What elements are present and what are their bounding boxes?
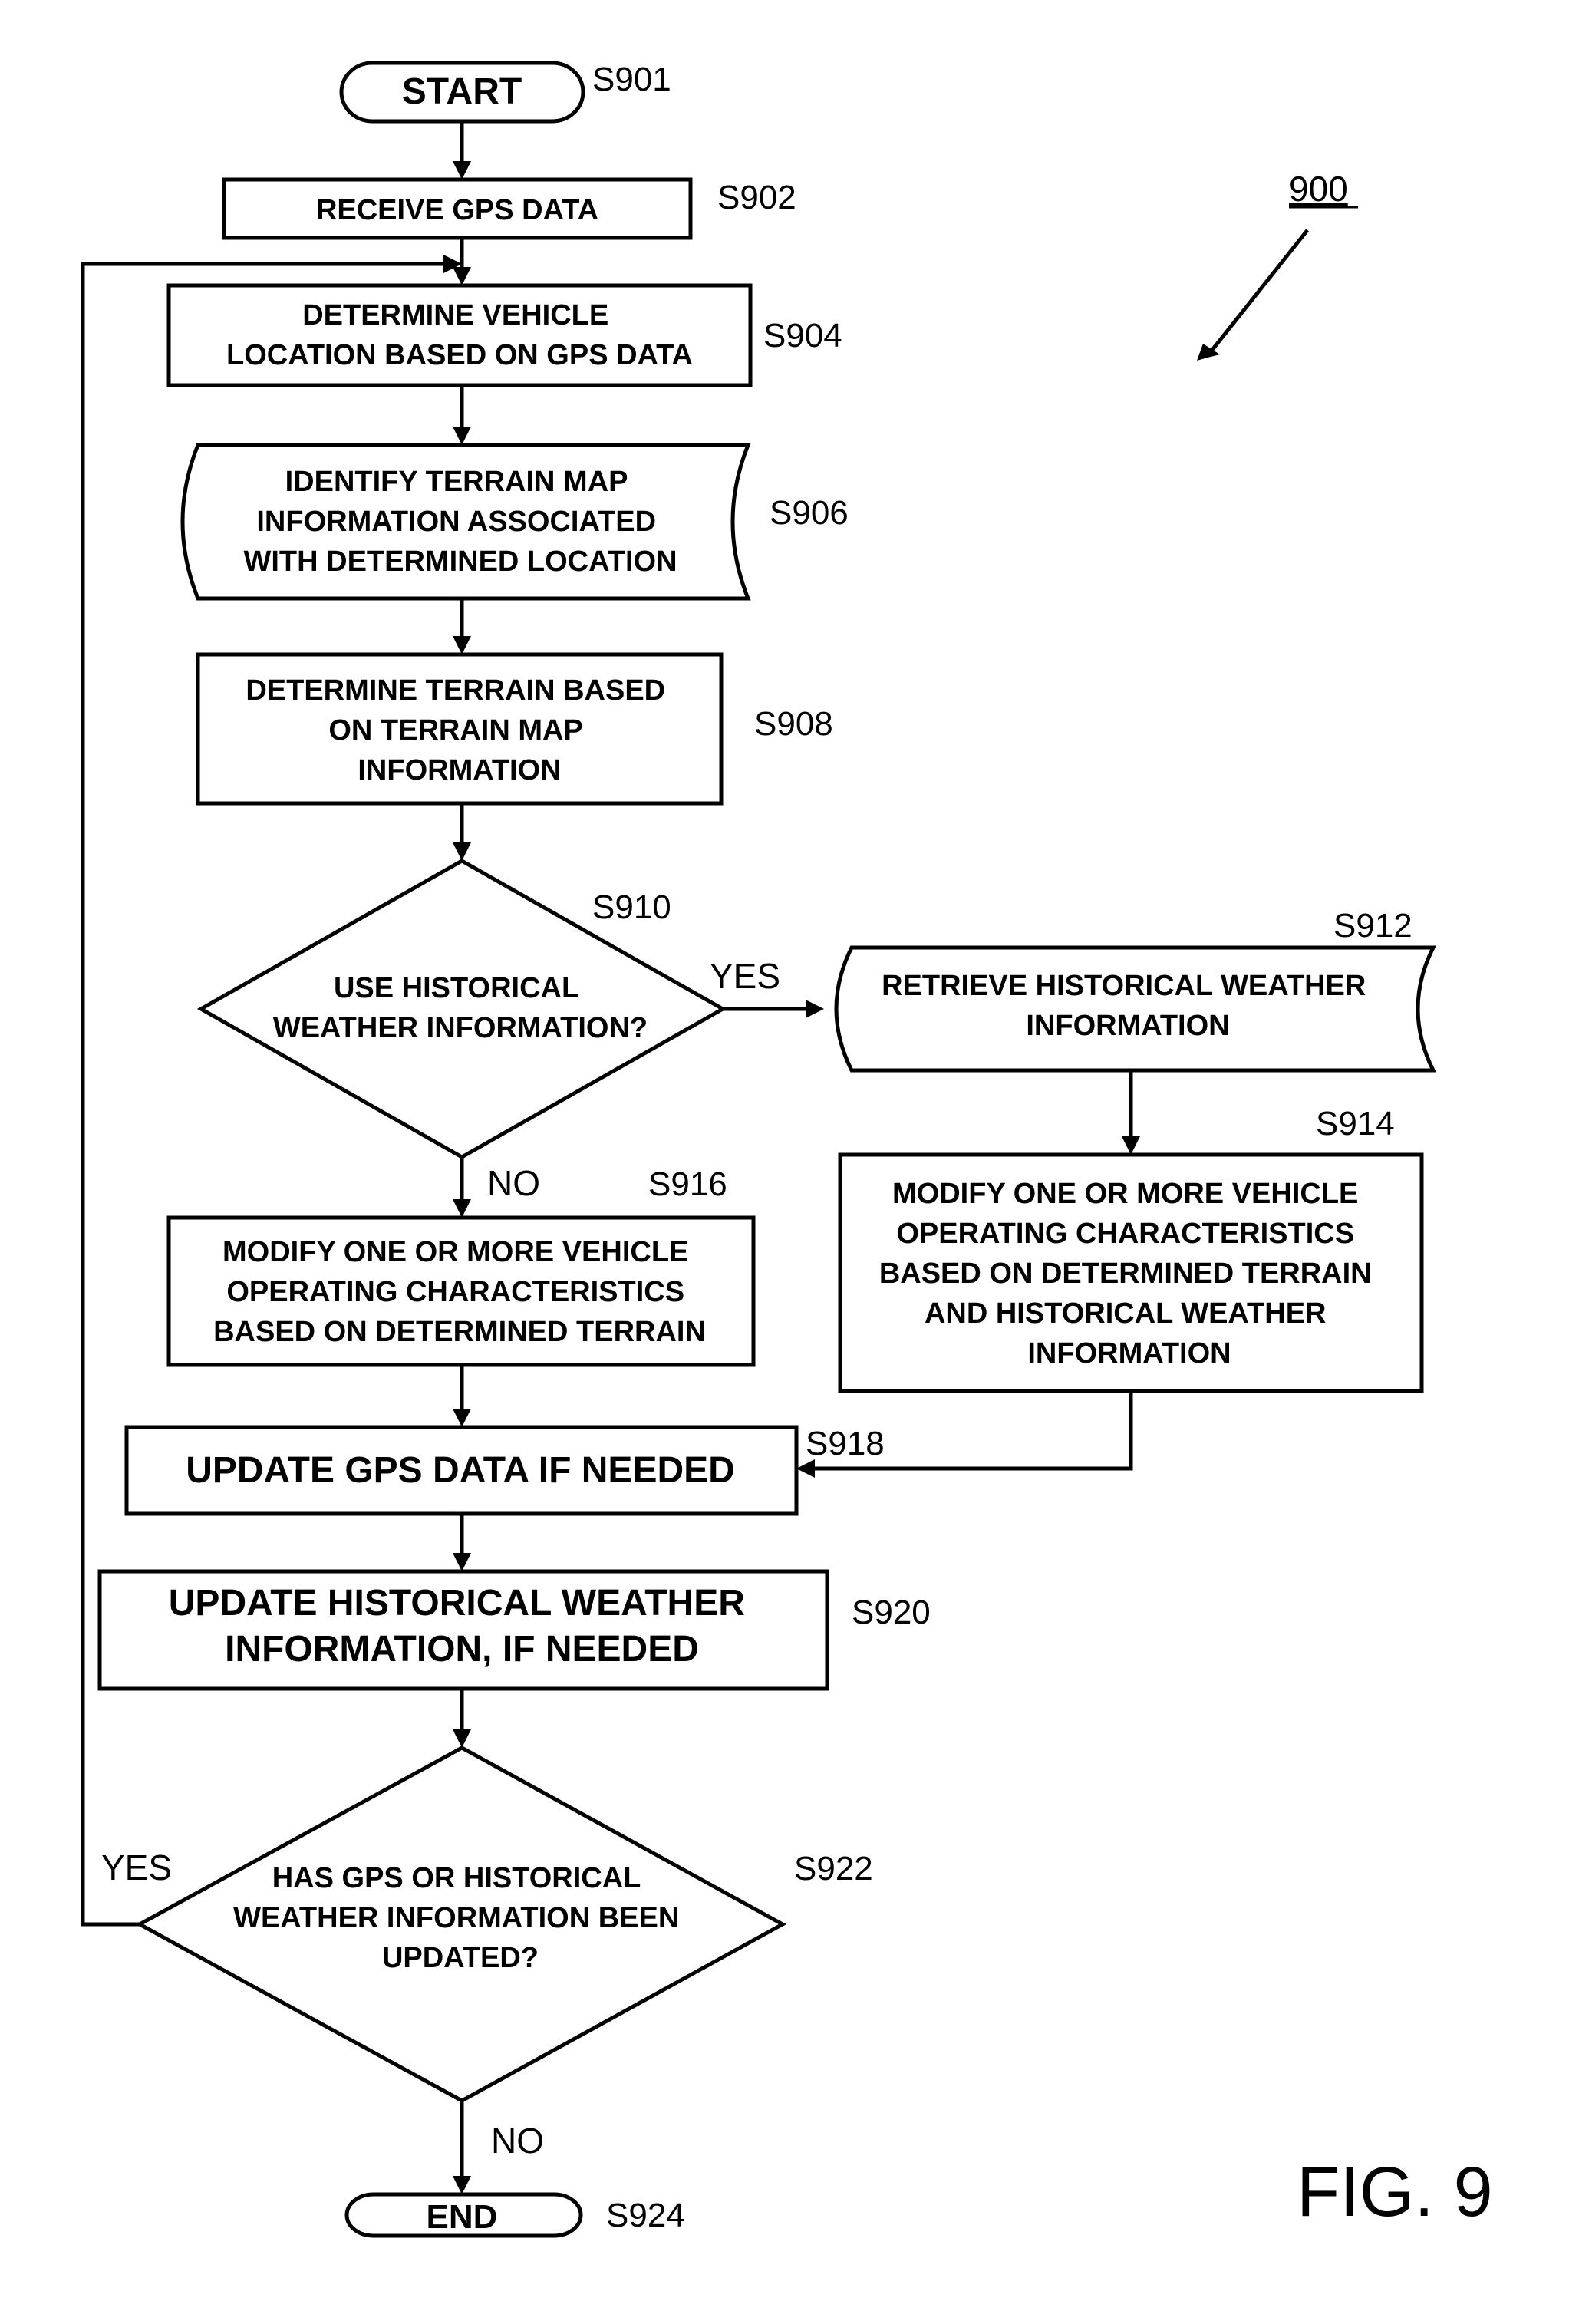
ref-s912: S912 [1333, 907, 1412, 944]
s922-yes-label: YES [101, 1848, 172, 1887]
receive-gps-data-label: RECEIVE GPS DATA [316, 194, 598, 226]
s922-no-label: NO [491, 2121, 544, 2161]
update-gps-data-label: UPDATE GPS DATA IF NEEDED [186, 1450, 735, 1491]
s910-yes-label: YES [710, 956, 780, 996]
ref-s902: S902 [717, 179, 796, 216]
modify-characteristics-label: MODIFY ONE OR MORE VEHICLE OPERATING CHA… [213, 1236, 706, 1348]
ref-s904: S904 [763, 317, 842, 354]
s910-no-label: NO [487, 1163, 540, 1203]
ref-s906: S906 [770, 494, 849, 532]
figure-reference-number: 900 [1289, 169, 1348, 209]
figure-label: FIG. 9 [1297, 2153, 1493, 2231]
ref-s901: S901 [592, 61, 671, 98]
ref-s924: S924 [606, 2197, 685, 2234]
ref-s920: S920 [852, 1594, 931, 1631]
ref-s914: S914 [1316, 1105, 1395, 1142]
ref-s922: S922 [794, 1850, 873, 1887]
ref-s916: S916 [648, 1165, 727, 1203]
identify-terrain-map-label: IDENTIFY TERRAIN MAP INFORMATION ASSOCIA… [243, 466, 677, 578]
ref-s908: S908 [754, 705, 833, 743]
end-label: END [427, 2198, 498, 2236]
ref-s910: S910 [592, 888, 671, 926]
retrieve-historical-weather-storage [836, 948, 1433, 1070]
start-label: START [402, 71, 522, 112]
ref-s918: S918 [806, 1425, 885, 1462]
